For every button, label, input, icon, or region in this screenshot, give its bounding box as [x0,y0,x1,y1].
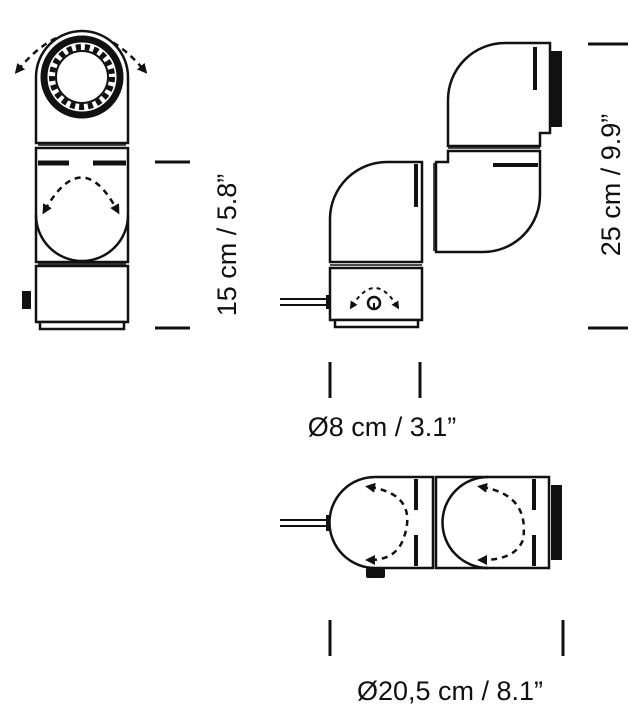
total-height-label: 25 cm / 9.9” [596,114,626,257]
front-head-housing [34,29,130,145]
top-lamp-head [551,485,562,560]
upper-elbow [446,41,552,148]
middle-elbow [434,149,542,254]
lens-outer-ring [40,35,124,119]
front-base [34,264,130,324]
lens [55,50,109,104]
middle-rotation-arrow [42,176,120,215]
top-switch-knob [366,568,385,578]
top-view [280,475,562,578]
lens-dashed-ring [49,44,115,110]
side-height-label: 15 cm / 5.8” [212,174,242,317]
switch-knob [22,291,31,309]
total-width-label: Ø20,5 cm / 8.1” [357,676,543,706]
front-view [14,29,148,331]
side-view [280,41,562,329]
base-diameter-label: Ø8 cm / 3.1” [308,412,457,442]
lamp-head [551,51,562,127]
side-base [328,266,424,322]
lower-elbow [328,160,424,264]
